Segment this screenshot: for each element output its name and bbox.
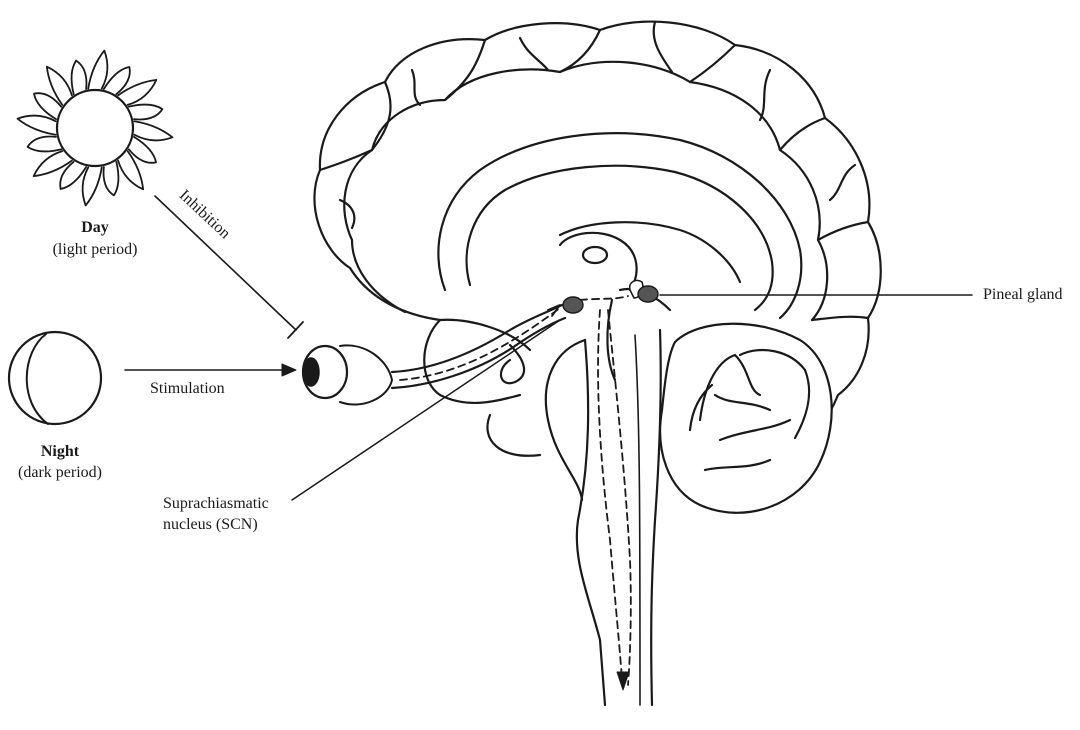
moon-icon — [7, 330, 103, 426]
pineal-label: Pineal gland — [983, 286, 1063, 303]
sun-ray — [117, 78, 158, 106]
sun-ray — [127, 103, 164, 121]
night-subtitle: (dark period) — [18, 464, 102, 481]
day-title: Day — [81, 219, 109, 236]
scn-leader-line — [291, 319, 561, 501]
scn-label-line2: nucleus (SCN) — [163, 516, 258, 533]
sun-ray — [87, 49, 109, 90]
inhibition-line — [154, 195, 304, 339]
pathway-arrowhead — [616, 671, 630, 691]
neural-pathway — [399, 295, 632, 686]
sun-ray — [133, 120, 174, 142]
sun-ray — [117, 150, 145, 191]
sun-rays — [16, 49, 174, 207]
sun-ray — [16, 114, 57, 136]
sun-ray — [102, 66, 131, 96]
sun-ray — [81, 166, 103, 207]
sun-ray — [33, 92, 63, 121]
sun-icon — [16, 49, 174, 207]
sun-ray — [59, 160, 88, 190]
sun-ray — [127, 135, 157, 164]
sun-ray — [26, 135, 63, 153]
sun-ray — [45, 65, 73, 106]
day-subtitle: (light period) — [52, 241, 138, 258]
stimulation-label: Stimulation — [150, 380, 225, 397]
scn-arrowhead — [547, 304, 561, 317]
scn-structure — [562, 296, 584, 314]
brain-outline — [313, 20, 882, 707]
night-title: Night — [40, 443, 80, 460]
sun-ray — [32, 150, 73, 178]
sun-ray — [102, 160, 120, 197]
scn-label-line1: Suprachiasmatic — [163, 495, 269, 512]
stimulation-arrow — [124, 363, 297, 377]
sun-ray — [70, 59, 88, 96]
pineal-gland-structure — [628, 279, 659, 303]
eye-icon — [301, 344, 393, 406]
